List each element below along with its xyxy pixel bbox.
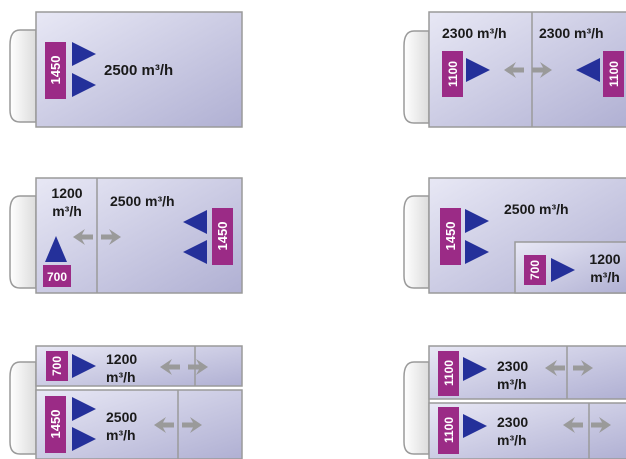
cab xyxy=(9,195,37,289)
large-fan-tag-label: 1450 xyxy=(443,222,458,251)
config-5: 700 1200 m³/h 1450 2500 m³/h xyxy=(9,345,243,459)
cab xyxy=(403,361,430,455)
top-flow-value: 2300 xyxy=(497,358,528,374)
right-fan-tag xyxy=(603,51,624,97)
blue-arrow xyxy=(463,414,487,438)
top-compartment xyxy=(428,345,626,400)
large-flow-label: 2500 m³/h xyxy=(110,193,175,209)
config-1: 1450 2500 m³/h xyxy=(9,11,243,128)
blue-arrow xyxy=(463,357,487,381)
cab xyxy=(403,30,430,124)
cab xyxy=(403,195,430,289)
bottom-compartment xyxy=(35,389,243,459)
bottom-flow-value: 2500 xyxy=(106,409,137,425)
large-flow-label: 2500 m³/h xyxy=(504,201,569,217)
blue-arrow xyxy=(465,209,489,233)
right-fan-tag-label: 1100 xyxy=(607,61,621,87)
right-flow-label: 2300 m³/h xyxy=(539,25,604,41)
bottom-flow-unit: m³/h xyxy=(497,432,527,448)
bottom-fan-tag xyxy=(438,407,459,454)
cab xyxy=(9,29,37,123)
small-flow-unit: m³/h xyxy=(52,203,82,219)
large-fan-tag xyxy=(212,208,233,265)
compartment xyxy=(35,11,243,128)
large-fan-tag xyxy=(440,208,461,265)
blue-arrow xyxy=(72,354,96,378)
top-flow-value: 1200 xyxy=(106,351,137,367)
left-fan-tag xyxy=(442,51,463,97)
small-flow-value: 1200 xyxy=(589,251,620,267)
blue-arrow xyxy=(183,210,207,234)
fan-tag-label: 1450 xyxy=(48,56,63,85)
small-fan-tag-label: 700 xyxy=(528,260,542,280)
top-fan-tag-label: 700 xyxy=(50,356,64,376)
small-fan-tag xyxy=(524,255,546,285)
small-fan-tag-label: 700 xyxy=(47,270,67,284)
bottom-fan-tag xyxy=(45,396,66,453)
small-fan-tag xyxy=(43,265,71,287)
small-flow-value: 1200 xyxy=(51,185,82,201)
bottom-compartment xyxy=(428,402,626,459)
blue-arrow xyxy=(72,42,96,66)
blue-arrow xyxy=(72,397,96,421)
small-flow-unit: m³/h xyxy=(590,269,620,285)
blue-arrow xyxy=(466,58,490,82)
blue-arrow xyxy=(183,240,207,264)
config-4: 1450 2500 m³/h 700 1200 m³/h xyxy=(403,177,626,294)
flow-label: 2500 m³/h xyxy=(104,62,173,79)
blue-arrow xyxy=(72,427,96,451)
bottom-fan-tag-label: 1450 xyxy=(48,410,63,439)
left-flow-label: 2300 m³/h xyxy=(442,25,507,41)
large-fan-tag-label: 1450 xyxy=(215,222,230,251)
blue-arrow xyxy=(72,73,96,97)
fan-tag xyxy=(45,42,66,99)
blue-arrow xyxy=(551,258,575,282)
cab xyxy=(9,361,37,455)
blue-arrow xyxy=(465,240,489,264)
top-flow-unit: m³/h xyxy=(106,369,136,385)
top-fan-tag xyxy=(438,351,459,396)
config-6: 1100 2300 m³/h 1100 2300 m³/h xyxy=(403,345,626,459)
bottom-flow-value: 2300 xyxy=(497,414,528,430)
left-fan-tag-label: 1100 xyxy=(446,61,460,87)
top-flow-unit: m³/h xyxy=(497,376,527,392)
top-fan-tag-label: 1100 xyxy=(442,360,456,386)
config-2: 2300 m³/h 2300 m³/h 1100 1100 xyxy=(403,11,626,128)
top-compartment xyxy=(35,345,243,387)
config-3: 1200 m³/h 700 2500 m³/h 1450 xyxy=(9,177,243,294)
blue-arrow-up xyxy=(45,236,67,262)
bottom-flow-unit: m³/h xyxy=(106,427,136,443)
top-fan-tag xyxy=(46,351,68,381)
blue-arrow xyxy=(576,58,600,82)
bottom-fan-tag-label: 1100 xyxy=(442,417,456,443)
